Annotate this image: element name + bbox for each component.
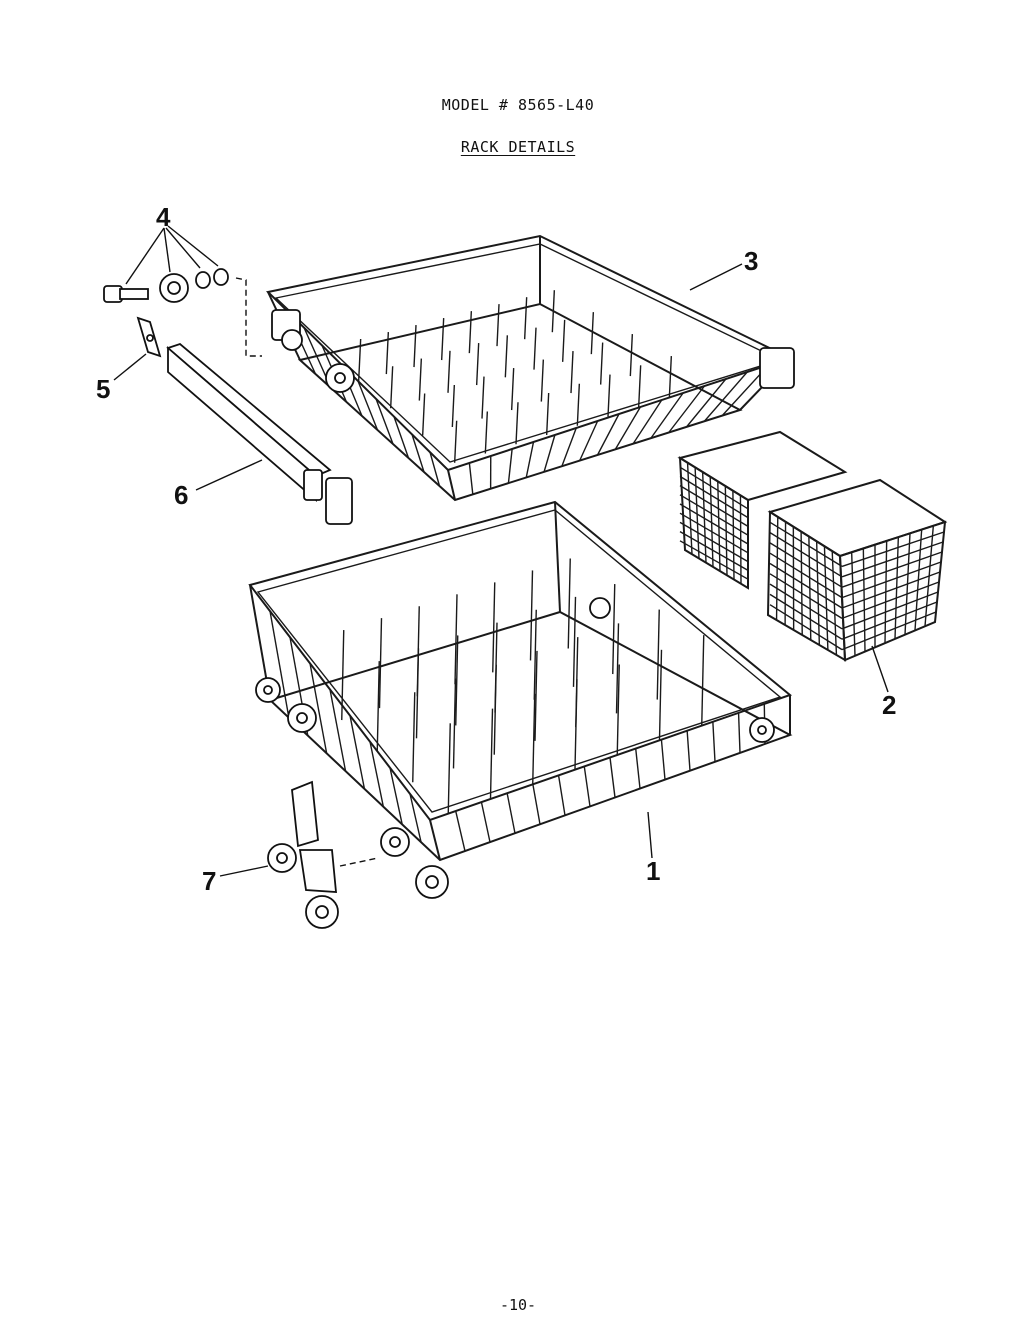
- rail-bracket: [136, 316, 162, 358]
- callout-7-label: 7: [202, 866, 216, 896]
- side-rail: [166, 342, 353, 525]
- callout-2-label: 2: [882, 690, 896, 720]
- callout-3-label: 3: [744, 246, 758, 276]
- upper-rack: [265, 234, 795, 502]
- callout-6-label: 6: [174, 480, 188, 510]
- callout-1: 1: [646, 811, 660, 886]
- callout-5-label: 5: [96, 374, 110, 404]
- callout-4-label: 4: [156, 202, 171, 232]
- callout-6: 6: [174, 459, 263, 510]
- callout-3: 3: [689, 246, 758, 291]
- page-title: RACK DETAILS: [0, 138, 1036, 156]
- callout-5: 5: [96, 353, 147, 404]
- wheel-clip-assembly: [267, 780, 379, 929]
- page-number: -10-: [499, 1296, 537, 1314]
- page-title-text: RACK DETAILS: [460, 138, 576, 156]
- model-number: MODEL # 8565-L40: [441, 96, 595, 114]
- callout-4: 4: [125, 202, 219, 285]
- callout-1-label: 1: [646, 856, 660, 886]
- roller-hardware: [103, 268, 262, 357]
- callout-7: 7: [202, 865, 269, 896]
- silverware-basket: [677, 430, 948, 662]
- lower-rack: [248, 500, 793, 899]
- callout-2: 2: [871, 645, 896, 720]
